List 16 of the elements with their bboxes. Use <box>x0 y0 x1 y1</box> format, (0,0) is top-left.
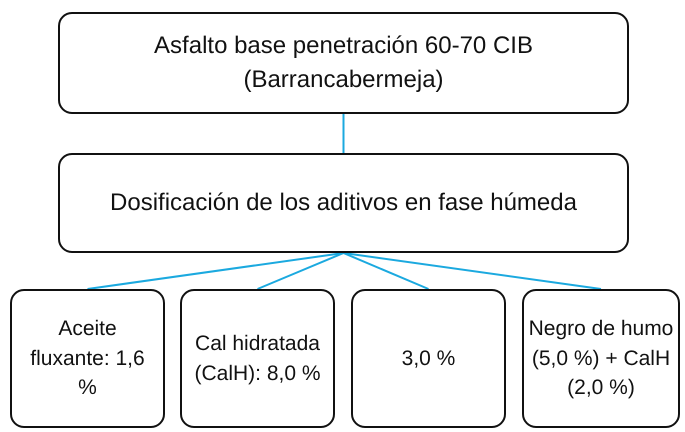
process-box <box>351 289 506 428</box>
process-box <box>522 289 680 428</box>
box-text: Cal hidratada (CalH): 8,0 % <box>193 331 322 386</box>
connector-line <box>342 114 344 153</box>
box-text: 3,0 % <box>402 346 456 372</box>
box-text: Dosificación de los aditivos en fase húmeda <box>110 188 577 218</box>
process-box <box>58 153 629 253</box>
box-text: Asfalto base penetración 60-70 CIB (Barrancabermeja) <box>153 31 534 95</box>
process-box <box>180 289 335 428</box>
process-box <box>10 289 165 428</box>
box-text: Aceite fluxante: 1,6 % <box>29 316 146 402</box>
process-box <box>58 12 629 114</box>
box-text: Negro de humo (5,0 %) + CalH (2,0 %) <box>528 316 674 402</box>
connector-line <box>343 252 602 290</box>
connector-line <box>343 252 429 290</box>
connector-line <box>257 252 344 290</box>
